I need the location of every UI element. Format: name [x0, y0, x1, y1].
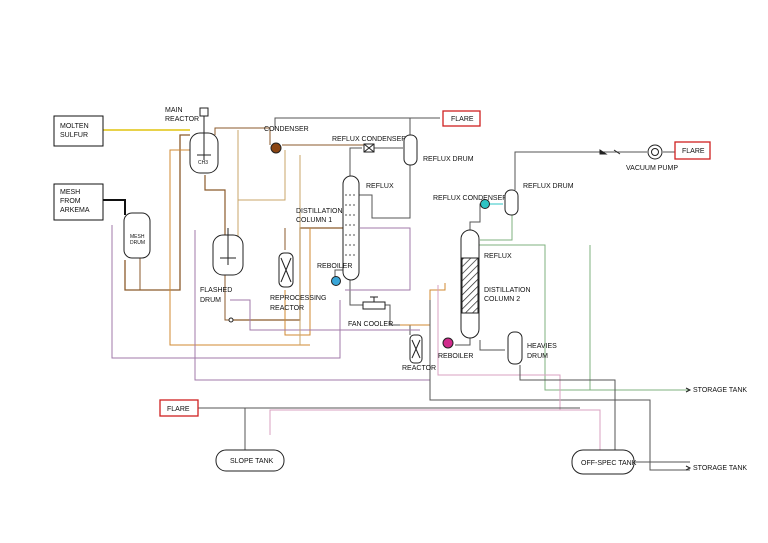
- flare-box-right: FLARE: [674, 141, 711, 160]
- reprocessing-reactor: [278, 252, 294, 288]
- distillation-column-2-label-2: COLUMN 2: [484, 296, 520, 303]
- condenser-icon: [270, 142, 282, 154]
- distillation-column-1-label-1: DISTILLATION: [296, 208, 343, 215]
- reflux2-line: [480, 215, 513, 241]
- heavies-drum-label-1: HEAVIES: [527, 343, 557, 350]
- small-reactor: [409, 334, 423, 364]
- reflux-condenser-2-label: REFLUX CONDENSER: [433, 195, 507, 202]
- mesh-drum-output-line: [124, 134, 190, 291]
- valve-icon: [599, 149, 621, 155]
- mesh-feed-line: [103, 199, 126, 215]
- vacuum-pump-inner: [651, 148, 659, 156]
- pipe-lines: [103, 117, 690, 471]
- main-reactor: CH3: [189, 107, 219, 174]
- reflux-2-label: REFLUX: [484, 253, 512, 260]
- slope-tank-label: SLOPE TANK: [230, 458, 274, 465]
- slope-tank: [215, 449, 285, 472]
- pink-line-slope: [269, 285, 561, 435]
- off-spec-tank-label: OFF-SPEC TANK: [581, 460, 637, 467]
- purple-line-3: [345, 227, 411, 291]
- pink-line-offspec: [560, 409, 601, 450]
- heavies-to-offspec: [519, 365, 616, 450]
- main-reactor-inner-label: CH3: [198, 160, 208, 166]
- reflux-drum-1: [403, 134, 418, 166]
- mesh-from-arkema-box: MESH FROM ARKEMA: [53, 183, 104, 221]
- flare-top-label: FLARE: [451, 116, 474, 123]
- fan-cooler-label: FAN COOLER: [348, 321, 393, 328]
- vacuum-pump-label: VACUUM PUMP: [626, 165, 678, 172]
- flare-left-label: FLARE: [167, 406, 190, 413]
- mesh-drum-label-2: DRUM: [130, 240, 145, 246]
- reboiler-1-icon: [331, 276, 341, 286]
- flashed-drum: [212, 228, 244, 276]
- condenser-label: CONDENSER: [264, 126, 309, 133]
- mesh-line3: ARKEMA: [60, 207, 90, 214]
- heavies-drum-label-2: DRUM: [527, 353, 548, 360]
- molten-sulfur-box: MOLTEN SULFUR: [53, 115, 104, 147]
- tan-line-1: [169, 149, 310, 346]
- distillation-column-2: [460, 229, 480, 339]
- reactor-label: REACTOR: [402, 365, 436, 372]
- condenser-vent-line: [274, 117, 440, 130]
- column1-top-line: [349, 147, 362, 178]
- mesh-drum-label-1: MESH: [130, 234, 145, 240]
- flashed-drum-label-2: DRUM: [200, 297, 221, 304]
- arrow-storage-1: [685, 387, 692, 393]
- purple-line-4: [230, 299, 420, 331]
- distillation-column-2-label-1: DISTILLATION: [484, 287, 531, 294]
- flashed-drum-label-1: FLASHED: [200, 287, 232, 294]
- mesh-drum: MESH DRUM: [123, 212, 151, 259]
- arrow-storage-2: [685, 465, 692, 471]
- storage-tank-2-label: STORAGE TANK: [693, 465, 747, 472]
- reflux-drum-2-label: REFLUX DRUM: [523, 183, 574, 190]
- flash-drum-output: [224, 275, 232, 321]
- reflux-condenser-2-icon: [480, 199, 490, 209]
- reprocessing-out: [284, 228, 311, 336]
- flare-box-left: FLARE: [159, 399, 199, 417]
- reflux-drum-1-label: REFLUX DRUM: [423, 156, 474, 163]
- fan-cooler-out: [385, 304, 411, 335]
- fan-cooler: [362, 296, 386, 310]
- main-reactor-label-1: MAIN: [165, 107, 183, 114]
- distillation-column-1-label-2: COLUMN 1: [296, 217, 332, 224]
- reboiler-1-label: REBOILER: [317, 263, 352, 270]
- heavies-drum: [507, 331, 523, 365]
- tan-line-3: [238, 150, 286, 201]
- green-line-to-storage: [470, 244, 690, 391]
- main-reactor-label-2: REACTOR: [165, 116, 199, 123]
- column2-to-storage-2: [429, 300, 690, 471]
- reflux-condenser-1: [363, 143, 375, 153]
- reactor-to-condenser-line: [214, 127, 271, 145]
- flare-box-top: FLARE: [442, 110, 481, 127]
- reboiler-2-label: REBOILER: [438, 353, 473, 360]
- reprocessing-reactor-label-1: REPROCESSING: [270, 295, 326, 302]
- reflux-drum-2: [504, 189, 519, 216]
- off-spec-tank: [571, 449, 635, 475]
- reflux-1-label: REFLUX: [366, 183, 394, 190]
- mesh-line2: FROM: [60, 198, 81, 205]
- flare-right-label: FLARE: [682, 148, 705, 155]
- column1-bottom-line: [349, 280, 365, 306]
- molten-sulfur-line1: MOLTEN: [60, 123, 89, 130]
- reflux-condenser-1-label: REFLUX CONDENSER: [332, 136, 406, 143]
- reactor-to-column2: [400, 283, 446, 326]
- reboiler-2-icon: [442, 337, 454, 349]
- storage-tank-1-label: STORAGE TANK: [693, 387, 747, 394]
- reflux1-line: [350, 165, 411, 219]
- mesh-line1: MESH: [60, 189, 80, 196]
- purple-line-1: [111, 225, 341, 359]
- reprocessing-reactor-label-2: REACTOR: [270, 305, 304, 312]
- molten-sulfur-line2: SULFUR: [60, 132, 88, 139]
- flash-pump-icon: [228, 317, 234, 323]
- reactor-bottom-line: [204, 175, 226, 235]
- distillation-column-1: [342, 175, 360, 281]
- heavies-drum-line: [479, 340, 505, 351]
